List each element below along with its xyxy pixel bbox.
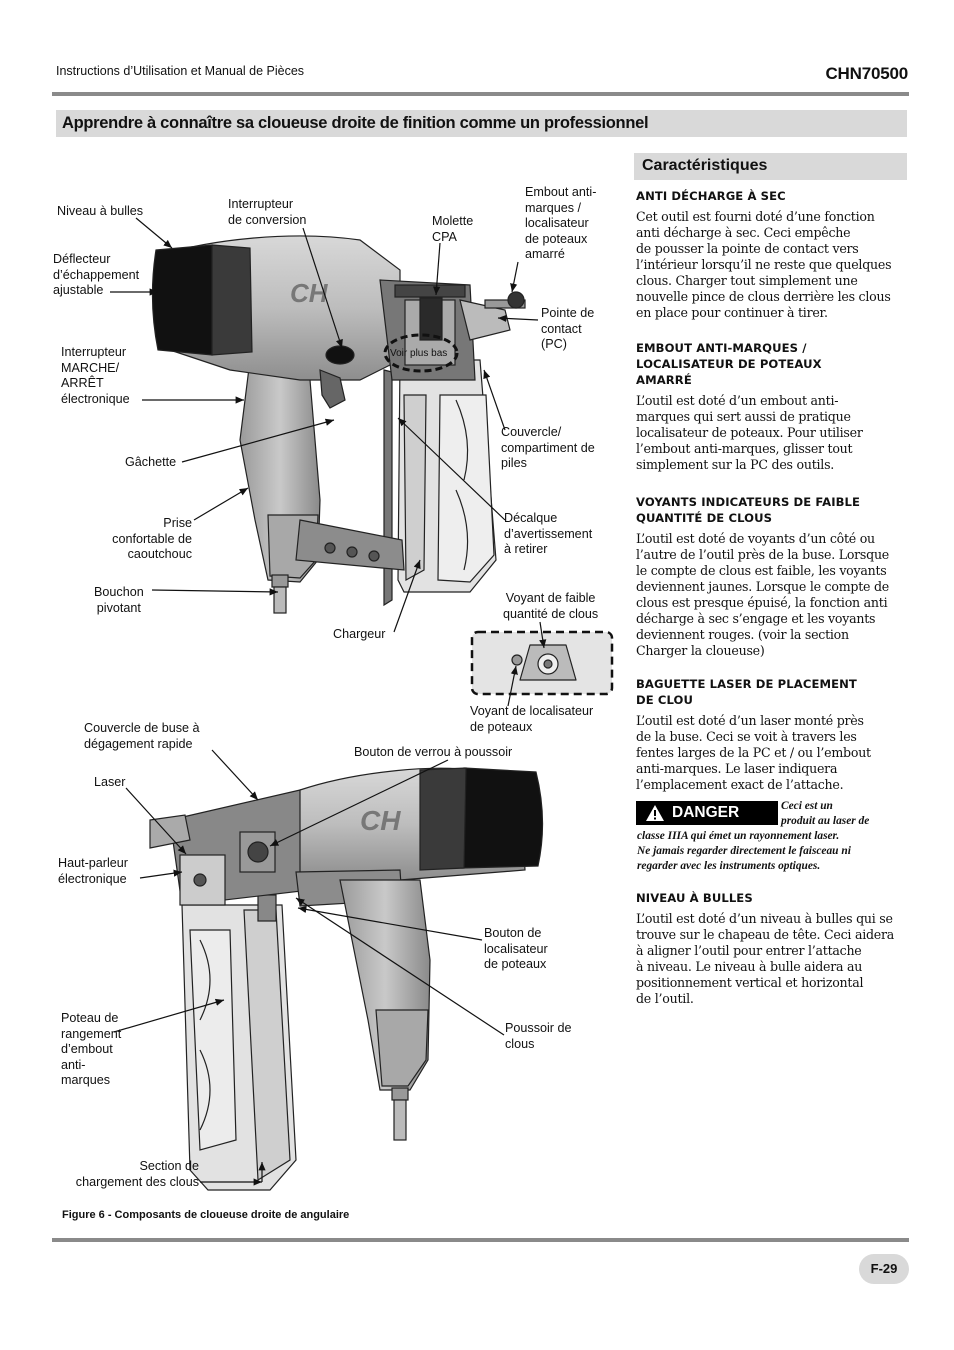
led-indicator-inset: [470, 630, 614, 696]
label-voyant-localisateur: Voyant de localisateur de poteaux: [470, 704, 594, 734]
label-deflecteur: Déflecteur d’échappement ajustable: [53, 252, 140, 297]
label-section-chargement: Section de chargement des clous: [75, 1159, 199, 1189]
page-number: F-29: [870, 1261, 898, 1276]
section-heading: BAGUETTE LASER DE PLACEMENT DE CLOU: [636, 677, 857, 707]
section-niveau: NIVEAU À BULLES L’outil est doté d’un ni…: [636, 890, 908, 1007]
page-title: Apprendre à connaître sa cloueuse droite…: [62, 114, 649, 132]
section-body: L’outil est doté d’un niveau à bulles qu…: [636, 911, 895, 1006]
section-heading: VOYANTS INDICATEURS DE FAIBLE QUANTITÉ D…: [636, 495, 861, 525]
section-body: L’outil est doté d’un laser monté près d…: [636, 713, 871, 792]
features-heading-bar: Caractéristiques: [634, 153, 907, 180]
title-bar: Apprendre à connaître sa cloueuse droite…: [56, 110, 907, 137]
label-poteau-rangement: Poteau de rangement d’embout anti- marqu…: [61, 1011, 122, 1087]
label-interrupteur-marche: Interrupteur MARCHE/ ARRÊT électronique: [61, 345, 130, 406]
label-decalque: Décalque d’avertissement à retirer: [504, 511, 593, 556]
label-poussoir: Poussoir de clous: [505, 1021, 572, 1051]
figure-caption: Figure 6 - Composants de cloueuse droite…: [62, 1209, 350, 1221]
running-header: Instructions d’Utilisation et Manual de …: [56, 64, 305, 78]
label-couvercle-buse: Couvercle de buse à dégagement rapide: [84, 721, 200, 751]
bottom-divider: [52, 1238, 909, 1242]
top-divider: [52, 92, 909, 96]
danger-line: produit au laser de: [781, 815, 870, 827]
danger-badge: DANGER: [636, 801, 778, 825]
label-pointe-contact: Pointe de contact (PC): [541, 306, 595, 351]
label-chargeur: Chargeur: [333, 627, 386, 641]
label-voir-plus-bas: Voir plus bas: [390, 348, 448, 359]
label-voyant-faible: Voyant de faible quantité de clous: [503, 591, 599, 621]
label-prise: Prise confortable de caoutchouc: [112, 516, 192, 561]
section-heading: EMBOUT ANTI-MARQUES / LOCALISATEUR DE PO…: [636, 341, 822, 387]
label-molette-cpa: Molette CPA: [432, 214, 474, 244]
features-heading: Caractéristiques: [642, 157, 768, 174]
danger-line: regarder avec les instruments optiques.: [637, 860, 821, 872]
label-interrupteur-conversion: Interrupteur de conversion: [228, 197, 307, 227]
section-body: L’outil est doté d’un embout anti- marqu…: [636, 393, 863, 472]
label-niveau: Niveau à bulles: [57, 204, 144, 218]
top-nailer: CH: [151, 235, 526, 614]
leader-lines: [110, 217, 547, 1186]
section-embout: EMBOUT ANTI-MARQUES / LOCALISATEUR DE PO…: [636, 340, 908, 473]
bottom-nailer: CH: [149, 767, 544, 1191]
svg-text:CH: CH: [360, 805, 401, 836]
warning-triangle-icon: [646, 805, 664, 821]
page-number-badge: F-29: [859, 1254, 909, 1284]
section-anti-decharge: ANTI DÉCHARGE À SEC Cet outil est fourni…: [636, 188, 908, 321]
label-bouchon: Bouchon pivotant: [94, 585, 144, 615]
label-bouton-localisateur: Bouton de localisateur de poteaux: [484, 926, 548, 971]
section-body: L’outil est doté de voyants d’un côté ou…: [636, 531, 890, 658]
label-bouton-verrou: Bouton de verrou à poussoir: [354, 745, 513, 759]
danger-label: DANGER: [672, 804, 740, 821]
section-heading: NIVEAU À BULLES: [636, 891, 753, 905]
label-haut-parleur: Haut-parleur électronique: [58, 856, 128, 886]
label-couvercle-piles: Couvercle/ compartiment de piles: [501, 425, 595, 470]
section-laser: BAGUETTE LASER DE PLACEMENT DE CLOU L’ou…: [636, 676, 908, 793]
danger-line: Ne jamais regarder directement le faisce…: [637, 845, 851, 857]
section-body: Cet outil est fourni doté d’une fonction…: [636, 209, 892, 320]
danger-line: Ceci est un: [781, 800, 833, 812]
label-gachette: Gâchette: [125, 455, 177, 469]
label-laser: Laser: [94, 775, 126, 789]
danger-line: classe IIIA qui émet un rayonnement lase…: [637, 830, 840, 842]
section-voyants: VOYANTS INDICATEURS DE FAIBLE QUANTITÉ D…: [636, 494, 908, 659]
section-heading: ANTI DÉCHARGE À SEC: [636, 189, 786, 203]
label-embout: Embout anti- marques / localisateur de p…: [525, 185, 597, 261]
svg-text:CH: CH: [290, 278, 329, 308]
model-number: CHN70500: [825, 64, 908, 83]
